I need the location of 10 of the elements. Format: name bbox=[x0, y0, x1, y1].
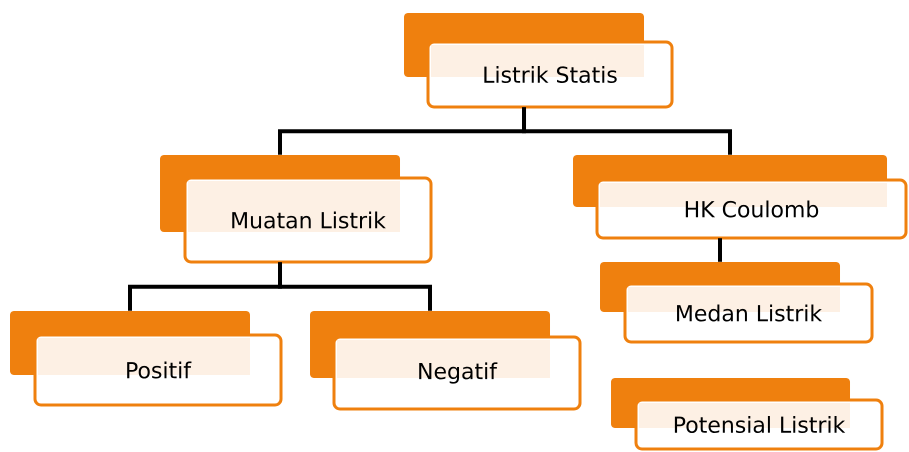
connector-line bbox=[522, 107, 732, 155]
connector-line bbox=[278, 262, 432, 311]
connector-line bbox=[718, 238, 722, 262]
tabbed-box: Medan Listrik bbox=[600, 262, 874, 344]
tabbed-box: Potensial Listrik bbox=[611, 378, 884, 450]
tabbed-box: Positif bbox=[10, 311, 282, 406]
tabbed-box: Negatif bbox=[310, 311, 582, 410]
tabbed-box: HK Coulomb bbox=[573, 155, 908, 240]
tabbed-box: Listrik Statis bbox=[404, 13, 674, 108]
tabbed-box: Muatan Listrik bbox=[160, 155, 432, 264]
